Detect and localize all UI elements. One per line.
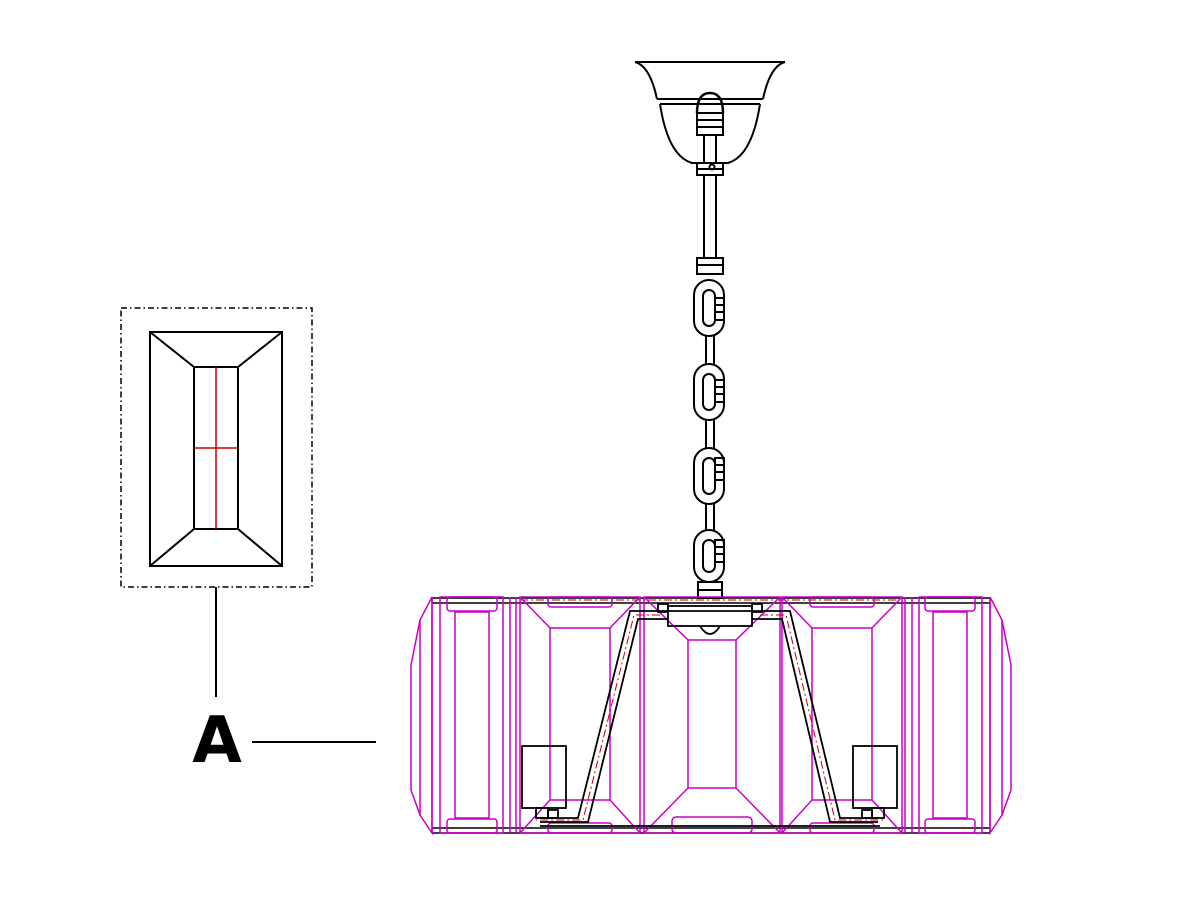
crystal-prisms: [410, 596, 1012, 836]
detail-crystal-outer: [149, 331, 283, 567]
detail-view-a: [120, 307, 313, 588]
fixture-body: [410, 596, 1012, 836]
chain-link: [693, 529, 725, 583]
chain: [693, 279, 725, 599]
chain-link: [693, 279, 725, 337]
callout-label: A: [192, 704, 242, 778]
detail-frame: [120, 307, 313, 588]
down-rod: [696, 175, 724, 275]
detail-centerlines: [194, 367, 238, 529]
right-light-socket: [852, 745, 898, 809]
left-end-prism: [410, 596, 433, 836]
center-hub-knob: [699, 625, 721, 635]
left-light-socket: [521, 745, 567, 809]
arm-centerlines: [536, 614, 884, 821]
chain-link: [693, 363, 725, 421]
right-end-prism: [989, 596, 1012, 836]
left-arm: [540, 610, 668, 819]
internal-frame: [521, 603, 898, 827]
ceiling-canopy: [634, 61, 786, 176]
right-arm: [752, 610, 878, 819]
chain-link: [693, 447, 725, 505]
callout: A: [192, 587, 376, 778]
center-hub-plate: [667, 605, 753, 627]
detail-bevel-lines: [149, 331, 283, 567]
